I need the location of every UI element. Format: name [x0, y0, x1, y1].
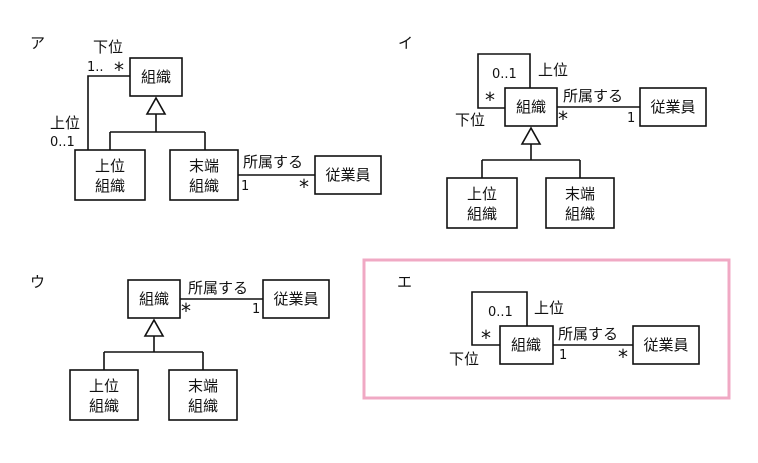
option-i-upper-org-line1: 上位: [467, 185, 497, 203]
option-u-upper-org-line1: 上位: [89, 377, 119, 395]
option-e-mult-self-lower: *: [481, 326, 491, 350]
option-e-mult-self-upper: 0..1: [488, 305, 513, 320]
option-a-mult-upper: 0..1: [50, 135, 75, 150]
option-e-association-label: 所属する: [558, 325, 618, 343]
option-e-highlight-frame: [362, 258, 731, 400]
option-e-role-upper: 上位: [534, 299, 564, 317]
option-u-org-box: [127, 279, 181, 319]
option-u-label: ウ: [30, 273, 45, 291]
option-u: ウ 組織 所属する * 1 従業員 上位 組織 末端 組織: [30, 273, 330, 421]
option-e-employee-box: [632, 325, 700, 365]
option-u-leaf-org-line2: 組織: [188, 397, 218, 415]
option-e-org-text: 組織: [511, 336, 541, 354]
option-e-self-association-line: [471, 291, 528, 346]
option-u-upper-org-line2: 組織: [89, 397, 119, 415]
option-i-org-box: [504, 87, 558, 127]
option-e: エ 0..1 上位 * 下位 組織 所属する 1 * 従業員: [362, 258, 731, 400]
option-i-leaf-org-box: [545, 177, 615, 229]
option-a-upper-org-line1: 上位: [95, 157, 125, 175]
option-a-role-lower: 下位: [93, 38, 123, 56]
option-u-mult-org: *: [181, 299, 191, 323]
option-i-employee-box: [639, 87, 707, 127]
option-i-role-upper: 上位: [538, 61, 568, 79]
option-i-leaf-org-line2: 組織: [565, 205, 595, 223]
option-u-mult-employee: 1: [252, 302, 260, 317]
option-a-self-association-line: [75, 75, 130, 161]
option-a-upper-org-line2: 組織: [95, 177, 125, 195]
option-e-role-lower: 下位: [449, 350, 479, 368]
option-i-employee-text: 従業員: [650, 98, 695, 116]
option-u-leaf-org-box: [168, 369, 238, 421]
option-u-upper-org-box: [69, 369, 139, 421]
option-i-mult-org: *: [558, 107, 568, 131]
option-e-mult-employee: *: [618, 345, 628, 369]
option-e-label: エ: [397, 273, 412, 291]
option-a-generalization-arrow: [145, 96, 167, 115]
option-i-upper-org-box: [446, 177, 518, 229]
option-u-employee-box: [262, 279, 330, 319]
option-u-leaf-org-line1: 末端: [188, 377, 218, 395]
option-a: ア 組織 下位 1.. * 上位 0..1 上位 組織 末端 組織 所属する 1…: [30, 34, 382, 201]
option-a-label: ア: [30, 34, 45, 52]
option-e-employee-text: 従業員: [643, 336, 688, 354]
option-e-mult-org: 1: [559, 348, 567, 363]
option-i-self-association-line: [477, 53, 531, 109]
option-i-label: イ: [398, 34, 413, 52]
option-u-association-label: 所属する: [188, 279, 248, 297]
option-a-employee-text: 従業員: [325, 166, 370, 184]
option-a-mult-lower-star: *: [114, 58, 124, 82]
option-i-generalization-arrow: [520, 126, 542, 145]
option-a-leaf-org-box: [169, 149, 239, 201]
option-a-employee-box: [314, 155, 382, 195]
option-i-leaf-org-line1: 末端: [565, 185, 595, 203]
option-a-mult-lower: 1..: [87, 60, 104, 75]
option-a-upper-org-box: [74, 149, 146, 201]
option-i-role-lower: 下位: [455, 111, 485, 129]
option-e-org-box: [499, 325, 554, 365]
option-a-leaf-org-line2: 組織: [189, 177, 219, 195]
option-a-role-upper: 上位: [50, 114, 80, 132]
option-a-org-box: [129, 57, 183, 97]
option-i-mult-employee: 1: [627, 111, 635, 126]
option-a-mult-leaf: 1: [241, 179, 249, 194]
option-a-leaf-org-line1: 末端: [189, 157, 219, 175]
option-a-association-label: 所属する: [243, 153, 303, 171]
option-i: イ 0..1 上位 * 下位 組織 所属する * 1 従業員 上位 組織 末端 …: [398, 34, 707, 229]
option-u-generalization-arrow: [143, 318, 165, 337]
option-i-upper-org-line2: 組織: [467, 205, 497, 223]
option-u-org-text: 組織: [139, 290, 169, 308]
option-i-mult-self-upper: 0..1: [492, 67, 517, 82]
option-a-mult-employee: *: [299, 175, 309, 199]
option-u-employee-text: 従業員: [273, 290, 318, 308]
option-i-org-text: 組織: [516, 98, 546, 116]
option-i-mult-self-lower: *: [485, 88, 495, 112]
option-a-org-text: 組織: [141, 68, 171, 86]
option-i-association-label: 所属する: [563, 87, 623, 105]
